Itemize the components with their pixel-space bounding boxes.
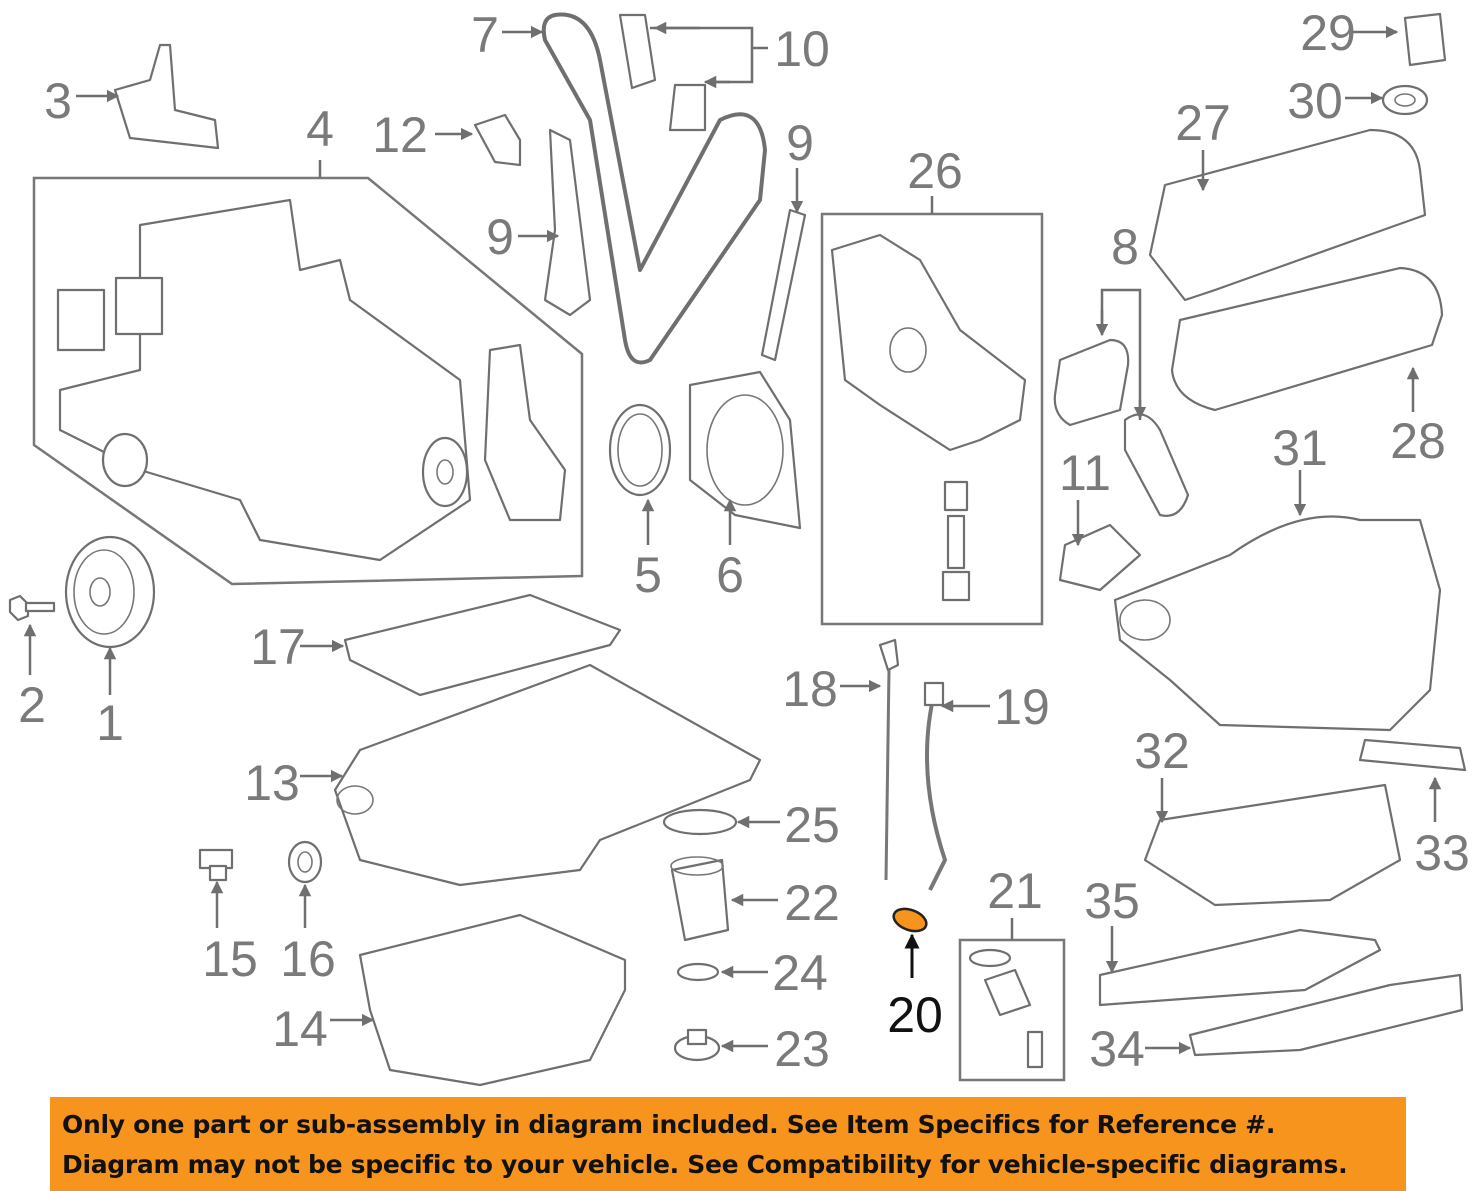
manifold-gasket-33 [1358, 738, 1467, 772]
map-sensor [1058, 523, 1142, 592]
callout-33: 33 [1414, 825, 1470, 881]
disclaimer-line-2: Diagram may not be specific to your vehi… [62, 1150, 1348, 1179]
callout-26: 26 [907, 143, 963, 199]
chain-guides [543, 13, 807, 362]
callout-10: 10 [774, 21, 830, 77]
callout-3: 3 [44, 73, 72, 129]
callout-23: 23 [774, 1021, 830, 1077]
dipstick-tube [923, 681, 948, 891]
callout-16: 16 [280, 931, 336, 987]
cam-sensor [113, 43, 220, 150]
callout-32: 32 [1134, 723, 1190, 779]
drain-plug [198, 848, 234, 882]
callout-8: 8 [1111, 219, 1139, 275]
callout-18: 18 [782, 661, 838, 717]
rear-seal-retainer [688, 370, 802, 530]
washer-24 [676, 962, 720, 982]
callout-34: 34 [1089, 1021, 1145, 1077]
callout-15: 15 [202, 931, 258, 987]
callout-28: 28 [1390, 413, 1446, 469]
callout-14: 14 [272, 1001, 328, 1057]
callout-1: 1 [96, 695, 124, 751]
highlighted-gasket-20[interactable] [891, 905, 930, 935]
callout-22: 22 [784, 875, 840, 931]
callout-7: 7 [471, 7, 499, 63]
gasket-35 [1098, 928, 1382, 1007]
callout-27: 27 [1175, 95, 1231, 151]
callout-6: 6 [716, 547, 744, 603]
oil-cap [1403, 12, 1447, 67]
callout-12: 12 [372, 107, 428, 163]
callout-13: 13 [244, 755, 300, 811]
lower-intake-32 [1143, 783, 1402, 907]
timing-chain [541, 12, 767, 365]
o-ring-25 [662, 808, 738, 836]
callout-35: 35 [1084, 873, 1140, 929]
timing-cover [56, 198, 567, 562]
callout-9-left: 9 [486, 209, 514, 265]
callout-25: 25 [784, 797, 840, 853]
disclaimer-banner: Only one part or sub-assembly in diagram… [50, 1097, 1406, 1191]
dipstick [878, 638, 900, 881]
upper-oil-pan [333, 663, 762, 887]
crank-seal [608, 403, 672, 497]
crank-pulley [64, 535, 156, 649]
callout-24: 24 [772, 945, 828, 1001]
filter-housing-22 [670, 856, 730, 942]
callout-19: 19 [994, 679, 1050, 735]
callout-20: 20 [887, 987, 943, 1043]
callout-5: 5 [634, 547, 662, 603]
callout-17: 17 [250, 619, 306, 675]
drain-cap-23 [673, 1028, 721, 1062]
lower-oil-pan [358, 913, 627, 1087]
valve-cover [1148, 128, 1427, 302]
timing-cover-group-box [32, 176, 584, 586]
tensioner-bracket [473, 113, 522, 167]
leader-arrows [23, 21, 1442, 1055]
callout-labels: 1 2 3 4 5 6 7 8 9 9 10 11 12 13 14 15 16… [18, 5, 1470, 1077]
intake-manifold [1113, 515, 1442, 732]
callout-4: 4 [306, 101, 334, 157]
oil-pump [830, 233, 1027, 602]
pulley-bolt [8, 594, 56, 622]
intake-gaskets-8 [1053, 338, 1190, 517]
callout-9-right: 9 [786, 115, 814, 171]
oil-filter-kit-21 [968, 948, 1044, 1069]
valve-cover-gasket [1170, 266, 1444, 412]
callout-11: 11 [1059, 445, 1111, 501]
callout-31: 31 [1272, 420, 1328, 476]
disclaimer-line-1: Only one part or sub-assembly in diagram… [62, 1110, 1276, 1139]
drain-washer [287, 840, 323, 884]
callout-21: 21 [987, 863, 1043, 919]
callout-29: 29 [1300, 5, 1356, 61]
callout-2: 2 [18, 677, 46, 733]
callout-30: 30 [1287, 73, 1343, 129]
cap-seal [1381, 84, 1429, 116]
upper-oil-pan-gasket [343, 593, 622, 697]
gasket-34 [1188, 973, 1464, 1057]
